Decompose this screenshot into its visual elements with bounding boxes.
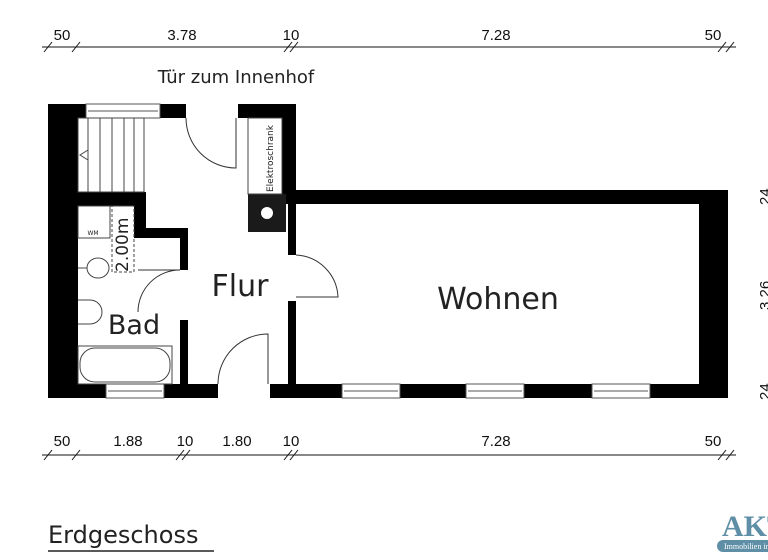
dim-bottom-4: 1.80: [222, 433, 251, 450]
dim-right-3: 24: [757, 383, 768, 400]
logo: AKT Immobilien in: [717, 510, 768, 552]
logo-subtext: Immobilien in: [724, 542, 768, 551]
dim-right-2: 3.26: [757, 281, 768, 310]
dim-top-4: 7.28: [481, 27, 510, 44]
dim-bottom-7: 50: [705, 433, 722, 450]
door-annotation: Tür zum Innenhof: [157, 67, 315, 88]
floor-title: Erdgeschoss: [48, 521, 198, 549]
windows: [85, 103, 651, 399]
walls: [48, 104, 728, 398]
dim-top-5: 50: [705, 27, 722, 44]
dim-bottom-5: 10: [283, 433, 300, 450]
room-label-wohnen: Wohnen: [437, 282, 559, 317]
stairs: [77, 117, 145, 193]
dim-bottom-3: 10: [177, 433, 194, 450]
dim-bottom-6: 7.28: [481, 433, 510, 450]
dim-bottom-2: 1.88: [113, 433, 142, 450]
dim-top-1: 50: [54, 27, 71, 44]
bottom-dimension-line: [42, 449, 736, 461]
logo-text: AKT: [722, 510, 768, 543]
chimney-icon: [261, 207, 273, 219]
height-label: 2.00m: [113, 218, 133, 272]
bathroom-fixtures: [77, 205, 173, 385]
dim-bottom-1: 50: [54, 433, 71, 450]
dim-top-2: 3.78: [167, 27, 196, 44]
top-dimension-line: [42, 41, 736, 53]
dim-right-1: 24: [757, 188, 768, 205]
room-label-bad: Bad: [108, 310, 160, 341]
electrical-cabinet: [247, 117, 283, 195]
electrical-label: Elektroschrank: [266, 124, 276, 192]
wm-label: WM: [87, 230, 98, 237]
room-label-flur: Flur: [212, 269, 270, 304]
dim-top-3: 10: [283, 27, 300, 44]
door-swings: [137, 117, 339, 385]
